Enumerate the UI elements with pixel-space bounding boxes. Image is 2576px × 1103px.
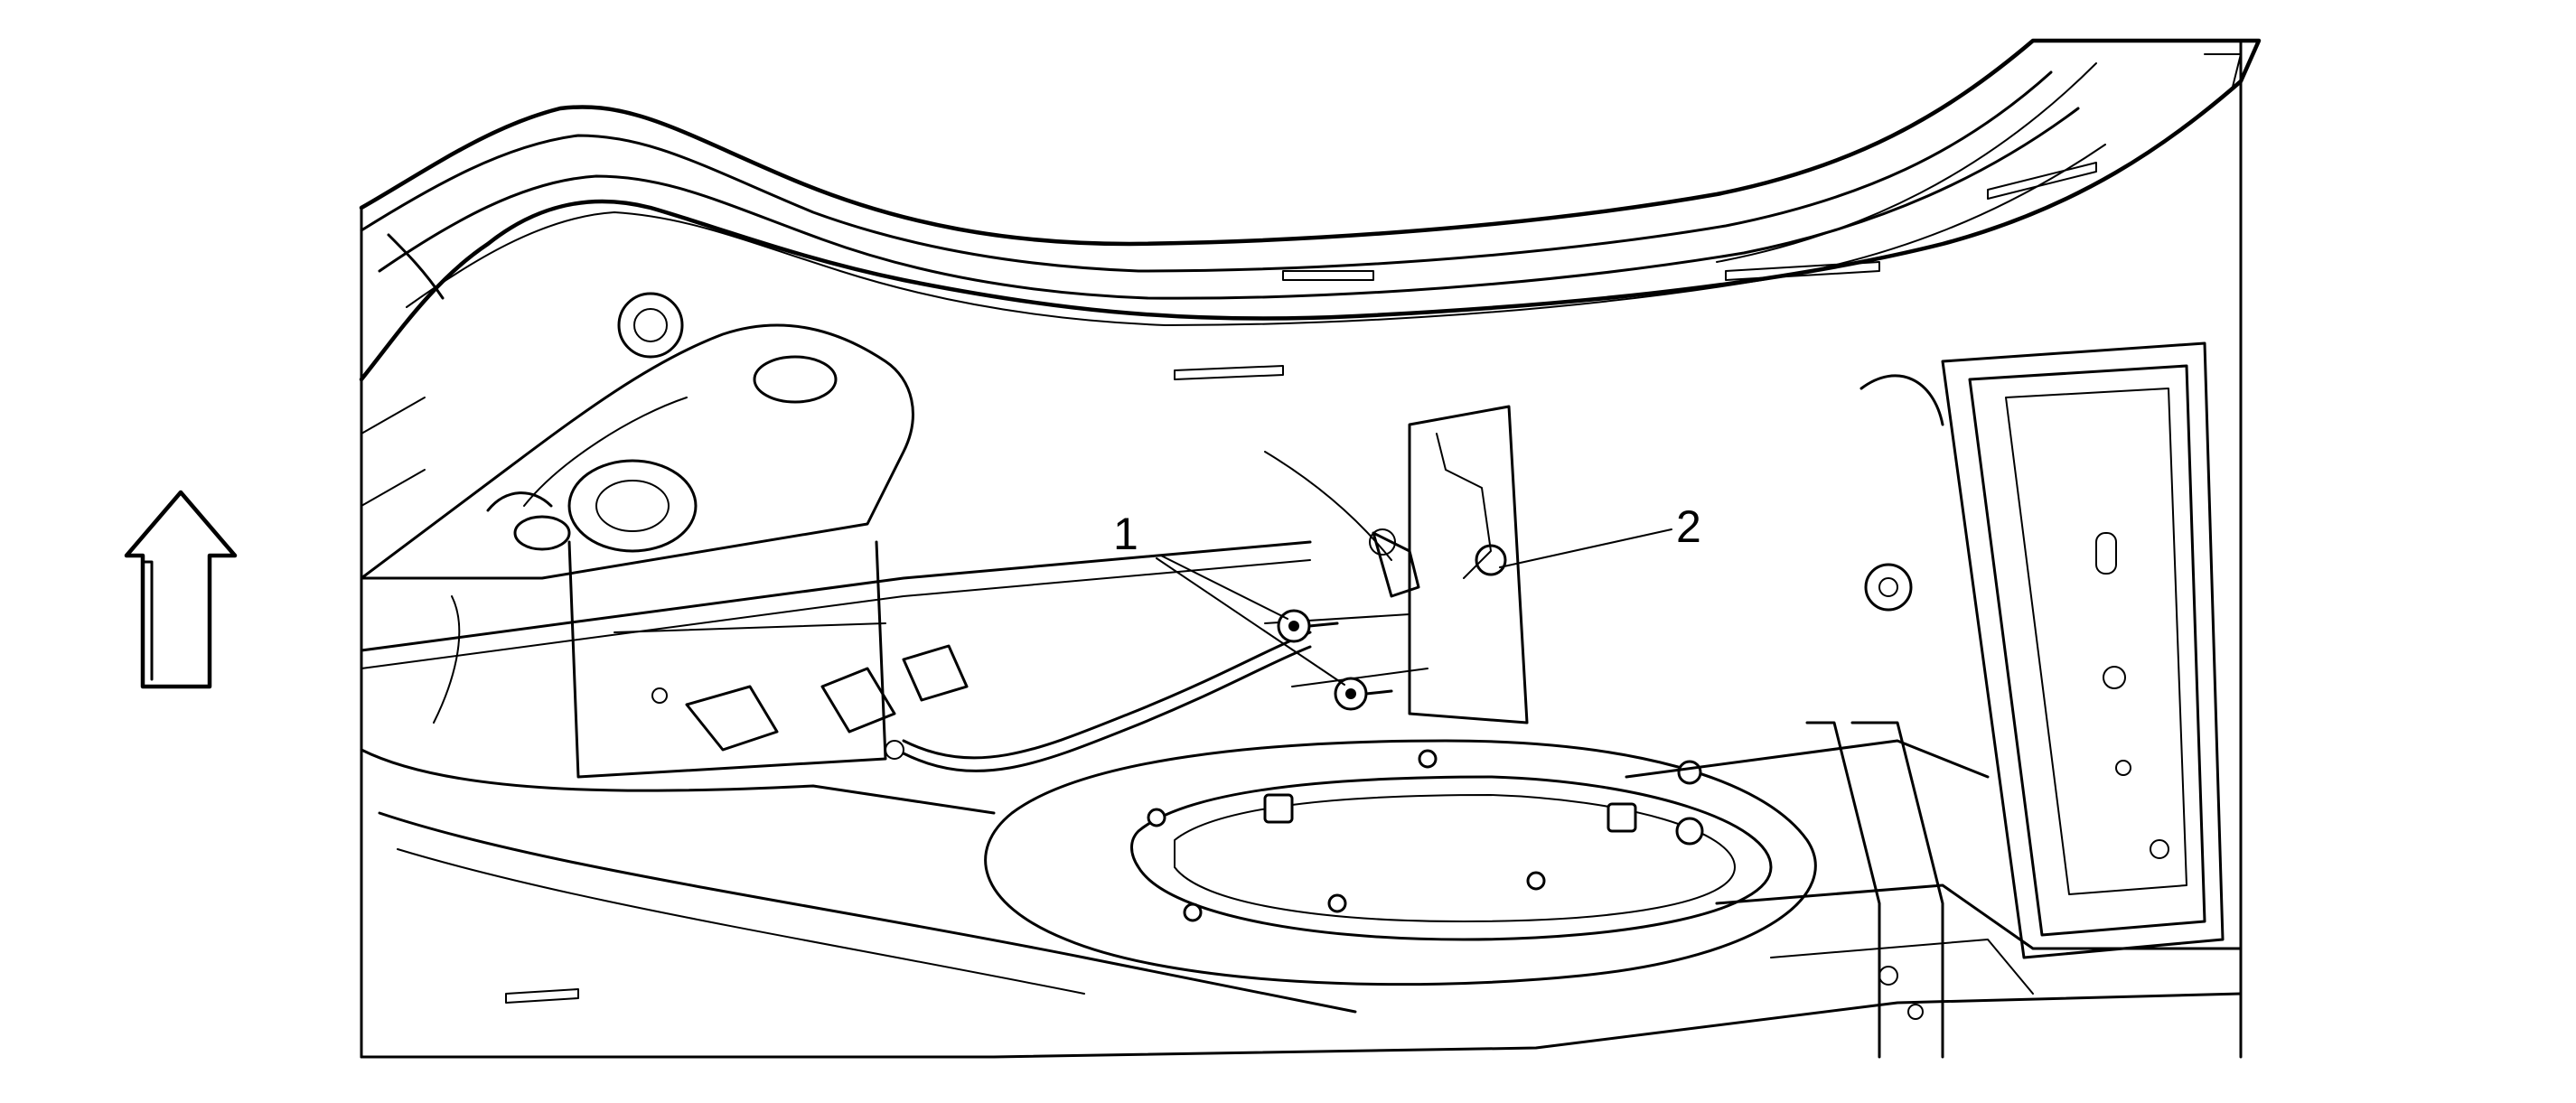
callout-2: 2 <box>1499 501 1701 568</box>
up-arrow-icon <box>124 490 238 689</box>
callout-2-label: 2 <box>1676 501 1701 552</box>
bolt-2 <box>1334 677 1393 711</box>
callout-1: 1 <box>1113 509 1345 686</box>
vehicle-rear-compartment-illustration <box>359 38 2262 1059</box>
callout-1-label: 1 <box>1113 509 1138 559</box>
bolt-1 <box>1277 609 1339 643</box>
